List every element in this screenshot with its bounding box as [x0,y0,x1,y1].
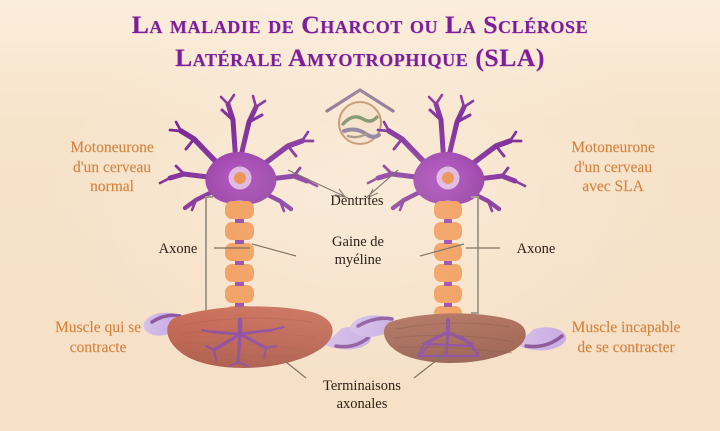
muscle-body-left [167,306,333,368]
myelin-sheath-left [225,201,254,322]
leader-myeline-right [419,243,465,257]
axon-bracket-right [471,196,479,314]
title-line-1: La maladie de Charcot ou La Sclérose [131,10,589,39]
neuron-sla [350,93,566,363]
title-line-2: Latérale Amyotrophique (SLA) [175,43,545,72]
muscle-atrophied [350,313,566,363]
ranvier-nodes-left [235,219,244,307]
neuron-normal [143,93,371,368]
emblem-logo-icon [325,88,395,145]
label-muscle-contracte: Muscle qui se contracte [54,319,142,356]
axon-terminals-right [416,318,480,358]
leader-myeline-left [251,243,297,257]
label-terminaisons-axonales: Terminaisons axonales [323,378,401,413]
muscle-contracted [143,306,371,368]
ranvier-nodes-right [444,219,452,307]
leader-lines [214,169,500,379]
leader-terminaisons-left [285,361,307,379]
label-dentrites: Dentrites [330,193,384,209]
label-gaine-de-myeline: Gaine de myéline [332,234,384,269]
myelin-sheath-right [434,201,462,322]
label-axone-left: Axone [158,241,198,257]
label-axone-right: Axone [516,241,556,257]
page-title: La maladie de Charcot ou La Sclérose Lat… [0,8,720,74]
leader-terminaisons-right [413,355,443,379]
leader-dentrites-left [287,169,349,199]
tendon-right-upper [350,315,392,337]
label-motoneurone-normal: Motoneurone d'un cerveau normal [70,139,154,196]
label-muscle-incapable: Muscle incapable de se contracter [571,319,681,356]
nucleolus-left [234,172,246,184]
label-motoneurone-sla: Motoneurone d'un cerveau avec SLA [571,139,655,196]
nucleolus-right [442,172,454,184]
axon-terminals-left [201,317,285,367]
